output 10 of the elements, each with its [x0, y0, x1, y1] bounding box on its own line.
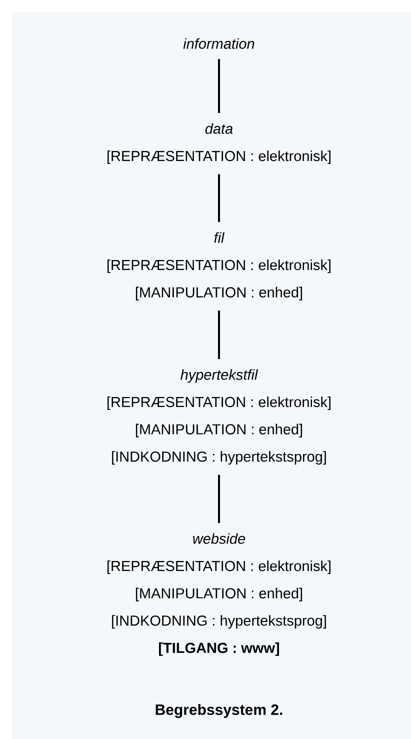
- concept-label: fil [REPRÆSENTATION : elektronisk] [MANIPULATION : enhed]: [108, 232, 330, 300]
- concept-label: information: [183, 38, 254, 49]
- connector-line: [218, 474, 220, 523]
- concept-label: webside [REPRÆSENTATION : elektronisk] [MANIPULATION : enhed] [INDKODNING : hypertekstsprog] [TILGANG : www]: [108, 533, 330, 656]
- connector-line: [218, 310, 220, 359]
- caption: Begrebssystem 2.: [156, 704, 282, 718]
- connector-line: [218, 59, 220, 113]
- concept-label: data [REPRÆSENTATION : elektronisk]: [108, 123, 330, 164]
- connector-line: [218, 174, 220, 222]
- concept-label: hypertekstfil [REPRÆSENTATION : elektronisk] [MANIPULATION : enhed] [INDKODNING : hypertekstsprog]: [108, 369, 330, 465]
